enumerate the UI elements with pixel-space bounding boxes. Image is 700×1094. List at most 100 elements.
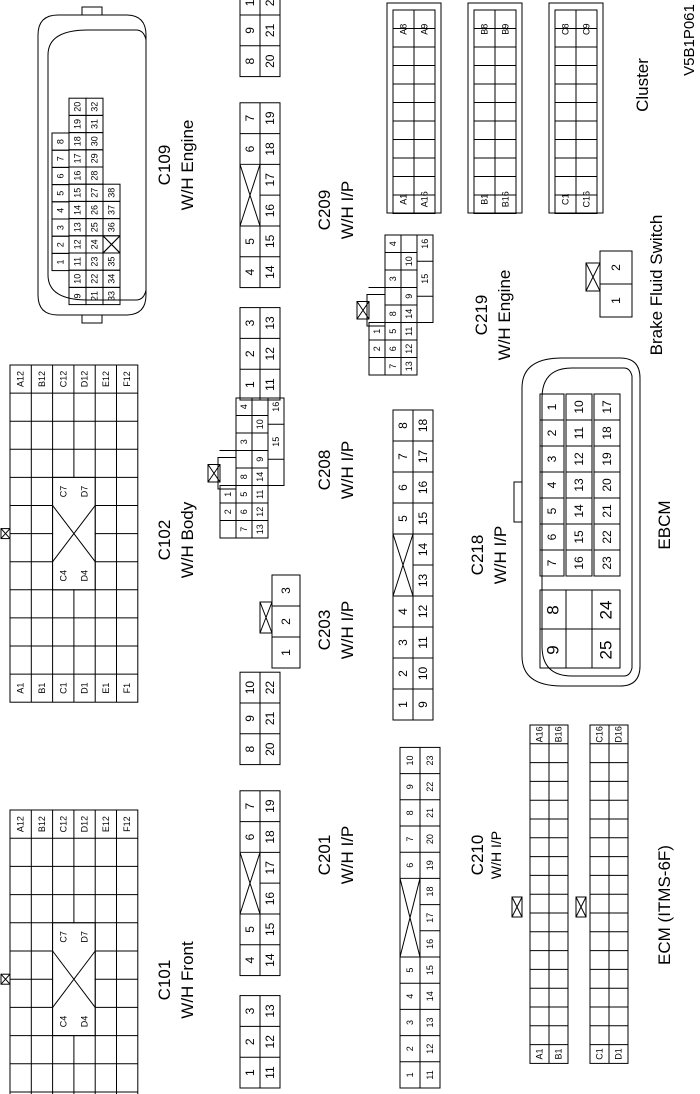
blank-cross xyxy=(0,528,11,539)
pin-label: 15 xyxy=(572,530,586,544)
pin-label: 6 xyxy=(243,145,257,152)
c201-desc: W/H I/P xyxy=(338,826,357,885)
pin-label: 11 xyxy=(263,1066,277,1079)
pin-label: 2 xyxy=(372,346,382,351)
pin-label: C8 xyxy=(561,23,571,35)
pin-label: 21 xyxy=(90,291,100,301)
pin-label: 35 xyxy=(107,257,117,267)
pin-label: 15 xyxy=(73,188,83,198)
pin-label: F12 xyxy=(122,371,132,387)
pin-label: 24 xyxy=(597,601,616,620)
pin-label: 24 xyxy=(90,239,100,249)
pin-label: 13 xyxy=(73,222,83,232)
pin-label: D1 xyxy=(80,682,90,694)
pin-label: 4 xyxy=(545,481,559,488)
pin-label: 17 xyxy=(416,450,430,464)
label-c218: C218 W/H I/P xyxy=(468,526,510,585)
pin-label: 9 xyxy=(544,645,563,654)
pin-label: 12 xyxy=(425,1044,435,1054)
pin-label: 6 xyxy=(239,509,249,514)
pin-label: 1 xyxy=(372,329,382,334)
pin-label: 31 xyxy=(90,119,100,129)
c102-name: C102 xyxy=(155,520,174,561)
pin-label: D12 xyxy=(80,816,90,833)
pin-label: 8 xyxy=(56,139,66,144)
pin-label: 15 xyxy=(263,234,277,248)
pin-label: 19 xyxy=(263,799,277,813)
c109-name: C109 xyxy=(155,145,174,186)
pin-label: 38 xyxy=(107,188,117,198)
pin-label: 1 xyxy=(243,1069,257,1076)
pin-label: 2 xyxy=(279,618,293,625)
label-c209: C209 W/H I/P xyxy=(315,181,357,240)
blank-cross xyxy=(0,973,11,985)
pin-label: 9 xyxy=(243,715,257,722)
cell xyxy=(565,549,593,577)
pin-label: 2 xyxy=(243,350,257,357)
pin-label: 5 xyxy=(243,926,257,933)
pin-label: 19 xyxy=(73,119,83,129)
figure-code: V5B1P061 xyxy=(681,4,698,76)
pin-label: 18 xyxy=(416,419,430,433)
blank-cross xyxy=(511,896,523,918)
blank-cross xyxy=(392,533,414,597)
pin-label: 4 xyxy=(388,241,398,246)
pin-label: 9 xyxy=(416,701,430,708)
pin-label: C1 xyxy=(561,193,571,205)
pin-label: 26 xyxy=(90,205,100,215)
label-c203: C203 W/H I/P xyxy=(315,601,357,660)
pin-label: 9 xyxy=(243,27,257,34)
pin-label: 8 xyxy=(544,605,563,614)
lock-tab xyxy=(0,528,11,540)
pin-label: 16 xyxy=(425,939,435,949)
pin-label: 17 xyxy=(425,913,435,923)
ebcm-name: EBCM xyxy=(655,500,674,549)
pin-label: 5 xyxy=(56,191,66,196)
c203-name: C203 xyxy=(315,610,334,651)
pin-label: A8 xyxy=(399,24,409,35)
c101-name: C101 xyxy=(155,960,174,1001)
c203-tab xyxy=(259,601,273,634)
pin-label: 16 xyxy=(416,481,430,495)
connector-c109: 1234567891011121314151617181920212223242… xyxy=(37,6,147,324)
pin-label: 3 xyxy=(279,587,293,594)
pin-label: 10 xyxy=(243,0,257,6)
pin-label: 5 xyxy=(545,507,559,514)
pin-label: 8 xyxy=(243,58,257,65)
pin-label: 15 xyxy=(271,437,281,447)
pin-label: 1 xyxy=(56,259,66,264)
pin-label: 1 xyxy=(545,403,559,410)
c219-desc: W/H Engine xyxy=(495,270,514,361)
pin-label: 7 xyxy=(239,527,249,532)
pin-label: 1 xyxy=(405,1072,415,1077)
c109-tab xyxy=(81,314,103,324)
pin-label: 1 xyxy=(223,492,233,497)
pin-label: 3 xyxy=(388,276,398,281)
pin-label: 3 xyxy=(243,1007,257,1014)
pin-label: 4 xyxy=(239,404,249,409)
pin-label: A9 xyxy=(420,24,430,35)
pin-label: B12 xyxy=(37,371,47,387)
lock-frame xyxy=(217,457,237,490)
pin-label: E1 xyxy=(101,683,111,694)
pin-label: 19 xyxy=(600,452,614,466)
ebcm-tab xyxy=(513,481,523,523)
pin-label: B1 xyxy=(554,1048,564,1059)
pin-label: B8 xyxy=(480,24,490,35)
pin-label: 4 xyxy=(56,208,66,213)
pin-label: C16 xyxy=(595,726,605,743)
label-c109: C109 W/H Engine xyxy=(155,120,197,211)
pin-label: 12 xyxy=(73,239,83,249)
pin-label: 3 xyxy=(405,1020,415,1025)
pin-label: 17 xyxy=(263,861,277,875)
pin-label: C1 xyxy=(595,1048,605,1060)
c209-name: C209 xyxy=(315,190,334,231)
blank-frame xyxy=(52,922,96,1037)
c208-desc: W/H I/P xyxy=(338,441,357,500)
c109-inner xyxy=(47,29,147,301)
pin-label: 12 xyxy=(263,1035,277,1049)
pin-label: 3 xyxy=(243,319,257,326)
